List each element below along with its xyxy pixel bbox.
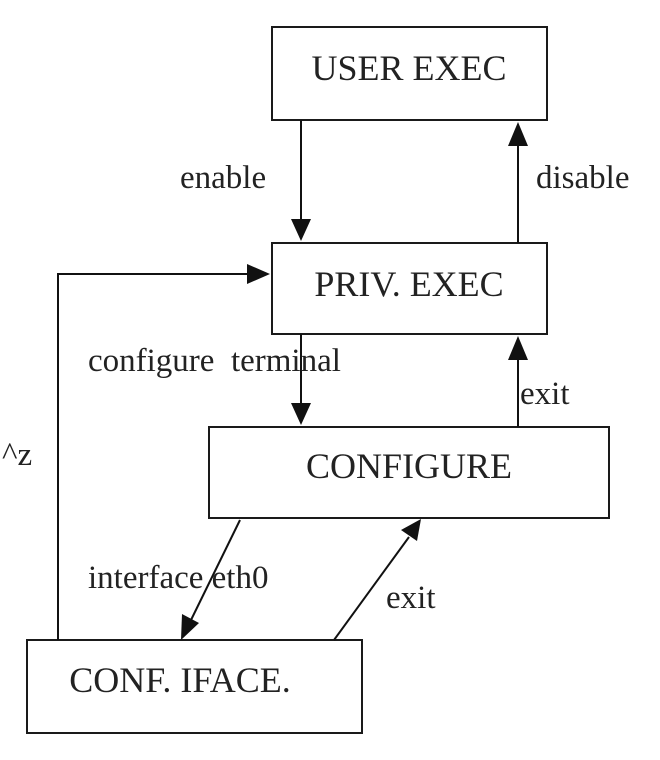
state-priv-exec: PRIV. EXEC xyxy=(271,242,548,335)
edge-label-ctrl-z: ^z xyxy=(2,437,32,473)
edge-label-disable: disable xyxy=(536,160,629,196)
edge-interface xyxy=(181,519,241,640)
edge-ctrl-z xyxy=(57,264,270,640)
edge-disable xyxy=(508,122,528,243)
arrowhead xyxy=(508,336,528,360)
arrowhead xyxy=(291,219,311,241)
state-conf-iface: CONF. IFACE. xyxy=(26,639,363,734)
arrowhead xyxy=(247,264,270,284)
state-user-exec-label: USER EXEC xyxy=(311,48,506,88)
edge-label-interface: interface eth0 xyxy=(88,560,268,596)
edge-label-exit-configure: exit xyxy=(520,376,569,412)
edge-label-exit-iface: exit xyxy=(386,580,435,616)
arrowhead xyxy=(401,519,421,541)
edge-label-enable: enable xyxy=(180,160,266,196)
arrowhead xyxy=(181,614,199,640)
state-priv-exec-label: PRIV. EXEC xyxy=(314,264,503,304)
arrowhead xyxy=(291,403,311,425)
state-configure-label: CONFIGURE xyxy=(306,446,512,486)
state-user-exec: USER EXEC xyxy=(271,26,548,121)
edge-configure-terminal xyxy=(291,334,311,425)
arrowhead xyxy=(508,122,528,146)
edge-enable xyxy=(291,120,311,241)
edge-exit-iface xyxy=(333,519,421,641)
edge-exit-configure xyxy=(508,336,528,427)
state-conf-iface-label: CONF. IFACE. xyxy=(69,660,290,700)
state-configure: CONFIGURE xyxy=(208,426,610,519)
edge-label-configure-terminal: configure terminal xyxy=(88,343,341,379)
